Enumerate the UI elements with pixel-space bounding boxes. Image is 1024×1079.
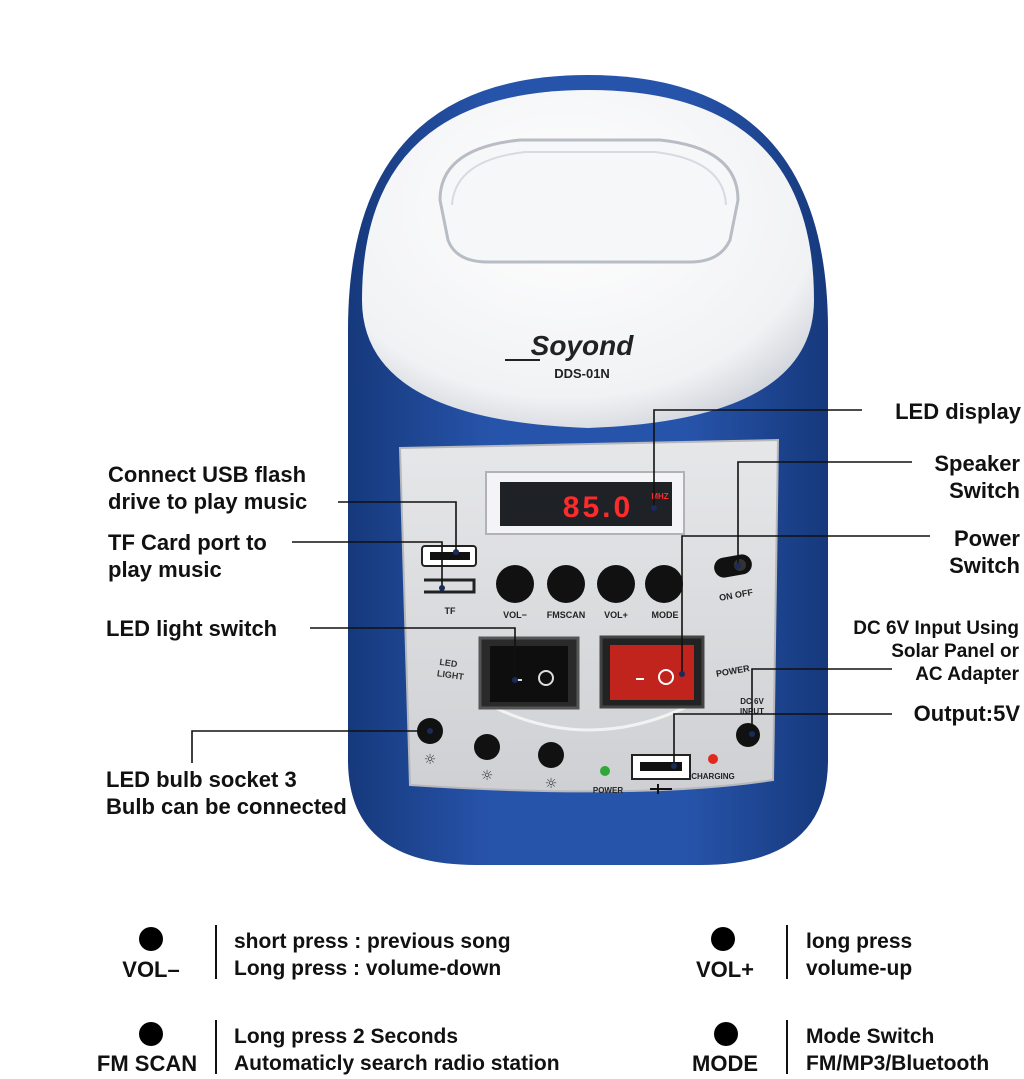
vol-plus-button xyxy=(597,565,635,603)
vol-minus-legend-name: VOL– xyxy=(122,957,180,982)
power-led-label: POWER xyxy=(593,786,623,795)
vol-plus-label: VOL+ xyxy=(604,610,628,620)
callout-led-display: LED display xyxy=(895,399,1021,424)
vol-plus-legend-divider xyxy=(786,925,788,979)
mode-legend-dot xyxy=(714,1022,738,1046)
callout-output: Output:5V xyxy=(913,701,1020,726)
power-led xyxy=(600,766,610,776)
vol-minus-label: VOL− xyxy=(503,610,527,620)
model-number: DDS-01N xyxy=(554,366,610,381)
leader-dots xyxy=(427,505,755,769)
fmscan-legend-dot xyxy=(139,1022,163,1046)
vol-minus-button xyxy=(496,565,534,603)
bulb-icon-3: ☼ xyxy=(545,776,558,792)
charging-led xyxy=(708,754,718,764)
led-light-label: LED xyxy=(439,657,459,669)
fmscan-legend-divider xyxy=(215,1020,217,1074)
display-frequency: 85.0 xyxy=(563,491,633,524)
charging-led-label: CHARGING xyxy=(691,772,735,781)
vol-plus-legend-name: VOL+ xyxy=(695,957,755,982)
svg-text:LIGHT: LIGHT xyxy=(436,668,465,682)
mode-legend-divider xyxy=(786,1020,788,1074)
fmscan-label: FMSCAN xyxy=(547,610,586,620)
display-unit: MHZ xyxy=(651,492,668,501)
tf-label: TF xyxy=(445,606,456,616)
tf-port xyxy=(424,578,476,594)
fmscan-legend-name: FM SCAN xyxy=(96,1051,198,1076)
vol-minus-legend-divider xyxy=(215,925,217,979)
vol-minus-legend-dot xyxy=(139,927,163,951)
brand-logo: Soyond xyxy=(531,330,635,361)
bulb-icon-1: ☼ xyxy=(424,752,437,768)
bulb-socket-3 xyxy=(538,742,564,768)
leader-lines xyxy=(191,409,930,766)
fmscan-button xyxy=(547,565,585,603)
mode-button xyxy=(645,565,683,603)
callout-led-light-switch: LED light switch xyxy=(106,616,278,641)
handle-opening xyxy=(438,138,740,264)
mode-legend-name: MODE xyxy=(692,1051,758,1076)
bulb-icon-2: ☼ xyxy=(481,768,494,784)
led-display-screen xyxy=(500,482,672,526)
usb-output-icon xyxy=(650,784,672,794)
mode-label: MODE xyxy=(652,610,679,620)
vol-plus-legend-dot xyxy=(711,927,735,951)
dc-input-jack xyxy=(736,723,760,747)
bulb-socket-2 xyxy=(474,734,500,760)
